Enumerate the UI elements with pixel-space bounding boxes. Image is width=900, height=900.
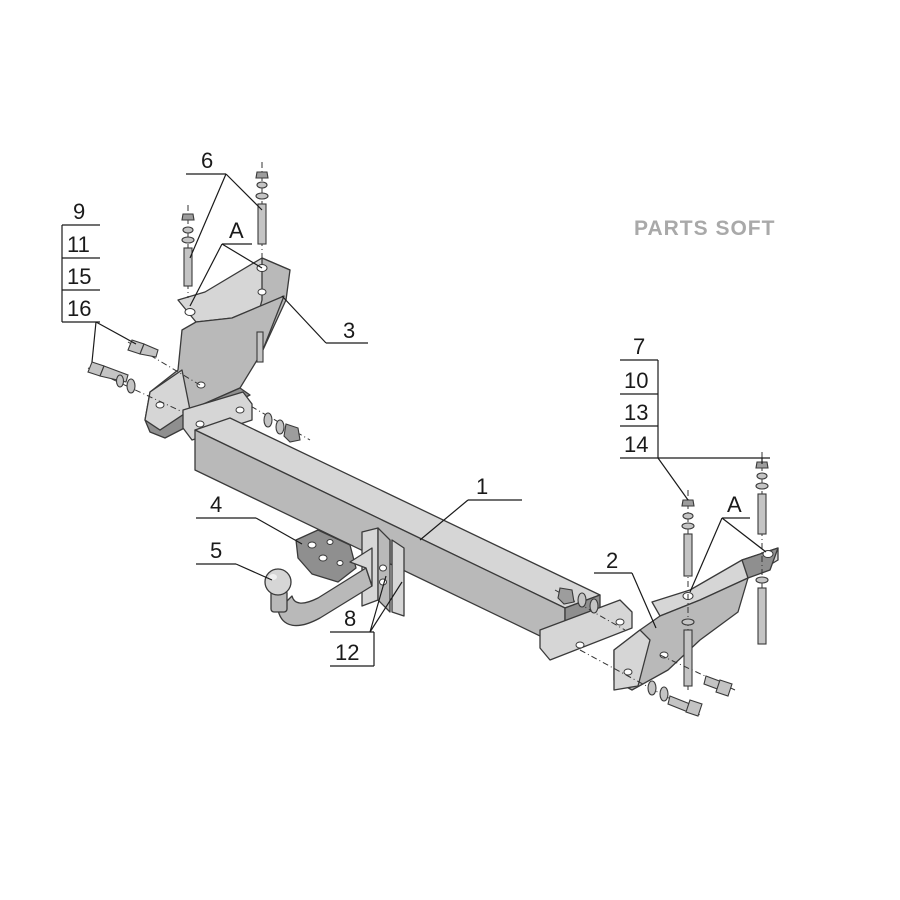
- hitch-ball-assembly: [264, 529, 373, 627]
- callout-a-right: A: [727, 492, 742, 517]
- left-side-bolts: [87, 339, 201, 421]
- callout-5: 5: [210, 538, 222, 563]
- leader-lines: [61, 173, 770, 667]
- right-bracket: [613, 547, 779, 691]
- callout-1: 1: [476, 474, 488, 499]
- callout-13: 13: [624, 400, 648, 425]
- callout-9: 9: [73, 199, 85, 224]
- callout-7: 7: [633, 334, 645, 359]
- left-studs: [181, 162, 269, 298]
- left-rear-nuts: [239, 399, 311, 443]
- right-rear-nuts: [554, 587, 626, 631]
- callout-15: 15: [67, 264, 91, 289]
- callout-11: 11: [67, 232, 90, 257]
- watermark-text: PARTS SOFT: [634, 217, 775, 240]
- callout-4: 4: [210, 492, 222, 517]
- callout-16: 16: [67, 296, 91, 321]
- callout-3: 3: [343, 318, 355, 343]
- callout-10: 10: [624, 368, 648, 393]
- callout-2: 2: [606, 548, 618, 573]
- callout-8: 8: [344, 606, 356, 631]
- main-crossbar: [182, 391, 633, 661]
- callout-12: 12: [335, 640, 359, 665]
- callout-14: 14: [624, 432, 648, 457]
- callout-6: 6: [201, 148, 213, 173]
- callout-a-left: A: [229, 218, 244, 243]
- callout-labels: 1 2 3 4 5 6 A A 9 11 15 16 7 10 13 14 8 …: [67, 148, 742, 665]
- right-bottom-bolts: [579, 649, 736, 717]
